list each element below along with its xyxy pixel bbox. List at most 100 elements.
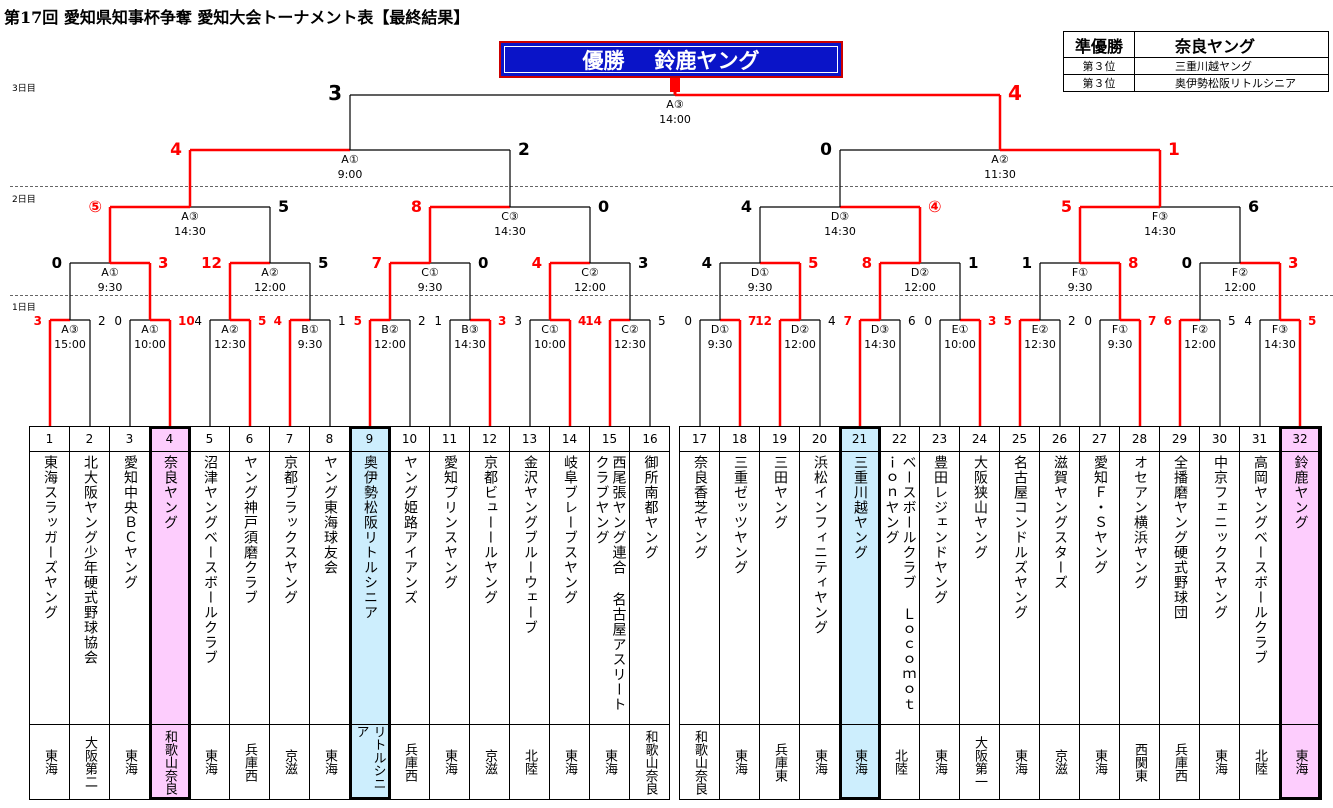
match-code: F③ xyxy=(1272,323,1288,336)
team-name: 京都ブラックスヤング xyxy=(282,455,298,605)
team-name: 豊田レジェンドヤング xyxy=(932,455,948,605)
match-score: 8 xyxy=(1128,254,1138,272)
team-name: 京都ビューールヤング xyxy=(482,455,498,605)
match-score: 4 xyxy=(828,314,836,328)
team-number: 13 xyxy=(510,427,549,452)
team-number: 28 xyxy=(1120,427,1159,452)
match-score: 10 xyxy=(178,314,195,328)
match-code: F② xyxy=(1232,266,1248,279)
match-time: 9:30 xyxy=(298,338,323,351)
team-region: 大阪第二 xyxy=(70,724,109,799)
team-name: 大阪狭山ヤング xyxy=(972,455,988,560)
match-score: 7 xyxy=(372,254,382,272)
match-code: C① xyxy=(421,266,439,279)
champion-banner: 優勝 鈴鹿ヤング xyxy=(499,41,843,78)
day-label-1: 1日目 xyxy=(12,303,36,313)
match-code: C③ xyxy=(501,210,519,223)
match-score: 14 xyxy=(585,314,602,328)
match-time: 9:00 xyxy=(338,168,363,181)
match-score: 3 xyxy=(514,314,522,328)
team-name: 奈良香芝ヤング xyxy=(692,455,708,560)
match-code: F② xyxy=(1192,323,1208,336)
match-score: 5 xyxy=(354,314,362,328)
team-region: 東海 xyxy=(1280,724,1320,799)
match-score: 6 xyxy=(908,314,916,328)
match-code: D① xyxy=(751,266,769,279)
team-number: 15 xyxy=(590,427,629,452)
match-time: 12:00 xyxy=(574,281,606,294)
match-code: F③ xyxy=(1152,210,1168,223)
match-score: 0 xyxy=(52,254,62,272)
team-name: 愛知中央ＢＣヤング xyxy=(122,455,138,590)
match-score: 12 xyxy=(755,314,772,328)
team-name: 三田ヤング xyxy=(772,455,788,530)
match-time: 14:30 xyxy=(454,338,486,351)
team-number: 18 xyxy=(720,427,759,452)
match-score: 3 xyxy=(988,314,996,328)
team-number: 19 xyxy=(760,427,799,452)
team-number: 3 xyxy=(110,427,149,452)
team-number: 25 xyxy=(1000,427,1039,452)
team-region: 東海 xyxy=(1200,724,1239,799)
match-time: 10:00 xyxy=(944,338,976,351)
match-time: 9:30 xyxy=(1108,338,1133,351)
team-region: 北陸 xyxy=(1240,724,1279,799)
match-time: 14:30 xyxy=(1264,338,1296,351)
match-score: 1 xyxy=(434,314,442,328)
match-score: 5 xyxy=(1308,314,1316,328)
team-number: 22 xyxy=(880,427,919,452)
team-number: 4 xyxy=(150,427,189,452)
match-time: 9:30 xyxy=(418,281,443,294)
match-time: 10:00 xyxy=(134,338,166,351)
team-region: 兵庫西 xyxy=(390,724,429,799)
match-score: 5 xyxy=(318,254,328,272)
team-region: 東海 xyxy=(310,724,349,799)
team-name: 浜松インフィニティヤング xyxy=(812,455,828,635)
team-number: 20 xyxy=(800,427,839,452)
match-time: 9:30 xyxy=(98,281,123,294)
match-time: 12:30 xyxy=(1024,338,1056,351)
team-region: 和歌山奈良 xyxy=(150,724,189,799)
team-number: 5 xyxy=(190,427,229,452)
team-number: 24 xyxy=(960,427,999,452)
team-name: ヤング神戸須磨クラブ xyxy=(242,455,258,605)
team-name: 岐阜ブレーブスヤング xyxy=(562,455,578,605)
champion-team: 鈴鹿ヤング xyxy=(654,48,760,73)
team-name: 奈良ヤング xyxy=(162,455,178,530)
match-score: 1 xyxy=(338,314,346,328)
team-number: 27 xyxy=(1080,427,1119,452)
match-score: 7 xyxy=(844,314,852,328)
match-score: ⑤ xyxy=(88,197,102,216)
match-code: A① xyxy=(101,266,119,279)
match-time: 12:00 xyxy=(1184,338,1216,351)
match-score: 4 xyxy=(702,254,712,272)
team-number: 23 xyxy=(920,427,959,452)
team-number: 10 xyxy=(390,427,429,452)
match-code: B② xyxy=(381,323,399,336)
results-row: 第３位 奥伊勢松阪リトルシニア xyxy=(1063,74,1329,92)
match-score: 5 xyxy=(808,254,818,272)
match-score: 3 xyxy=(638,254,648,272)
match-code: A③ xyxy=(61,323,79,336)
match-code: E② xyxy=(1032,323,1049,336)
match-score: 6 xyxy=(1164,314,1172,328)
team-region: 東海 xyxy=(430,724,469,799)
match-time: 14:30 xyxy=(174,225,206,238)
team-region: 東海 xyxy=(110,724,149,799)
team-region: 京滋 xyxy=(1040,724,1079,799)
match-code: A③ xyxy=(666,98,684,111)
team-number: 11 xyxy=(430,427,469,452)
